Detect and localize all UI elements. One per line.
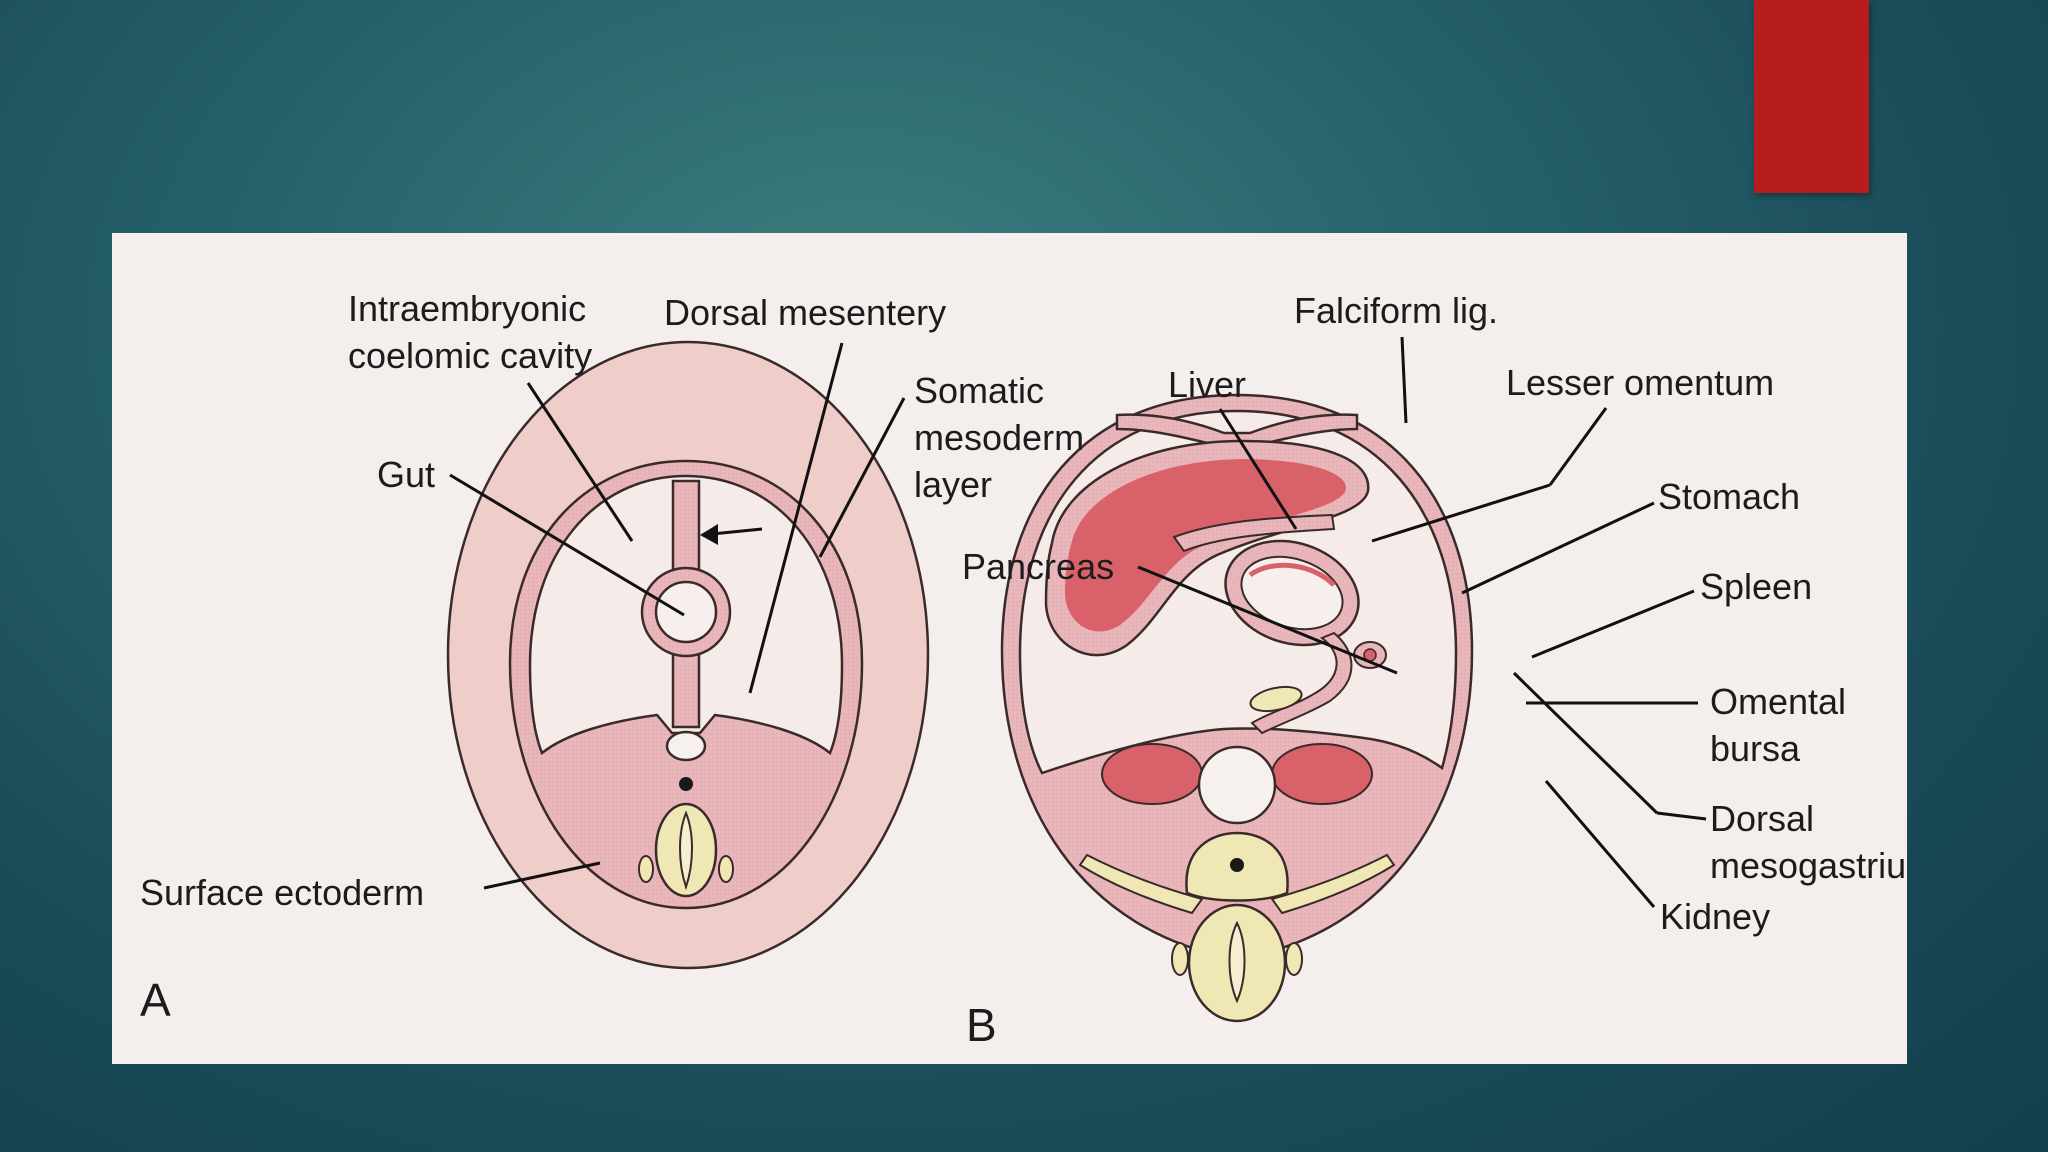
label-intraembryonic-coelomic-cavity: Intraembryonic coelomic cavity — [348, 288, 593, 376]
label-surface-ectoderm: Surface ectoderm — [140, 872, 425, 913]
label-falciform-ligament: Falciform lig. — [1294, 290, 1499, 331]
label-dorsal-mesentery: Dorsal mesentery — [664, 292, 947, 333]
label-somatic-mesoderm-layer: Somatic mesoderm layer — [914, 370, 1085, 505]
panel-b-cross-section — [1000, 393, 1474, 1023]
embryology-figure: Intraembryonic coelomic cavity Dorsal me… — [112, 233, 1907, 1064]
label-pancreas: Pancreas — [962, 546, 1115, 587]
label-omental-bursa: Omental bursa — [1710, 681, 1847, 769]
panel-a-cross-section — [446, 340, 930, 970]
panel-b-letter: B — [966, 999, 997, 1051]
panel-b-leader-lines — [1137, 336, 1707, 908]
label-liver: Liver — [1168, 364, 1247, 405]
label-stomach: Stomach — [1658, 476, 1801, 517]
panel-a-leader-lines — [449, 342, 906, 890]
label-dorsal-mesogastrium: Dorsal mesogastrium — [1710, 798, 1907, 886]
label-spleen: Spleen — [1700, 566, 1813, 607]
label-kidney: Kidney — [1660, 896, 1771, 937]
panel-a-letter: A — [140, 974, 171, 1026]
figure-drawing — [446, 336, 1707, 1023]
label-gut: Gut — [377, 454, 436, 495]
label-lesser-omentum: Lesser omentum — [1506, 362, 1775, 403]
slide-accent-tab — [1754, 0, 1869, 193]
